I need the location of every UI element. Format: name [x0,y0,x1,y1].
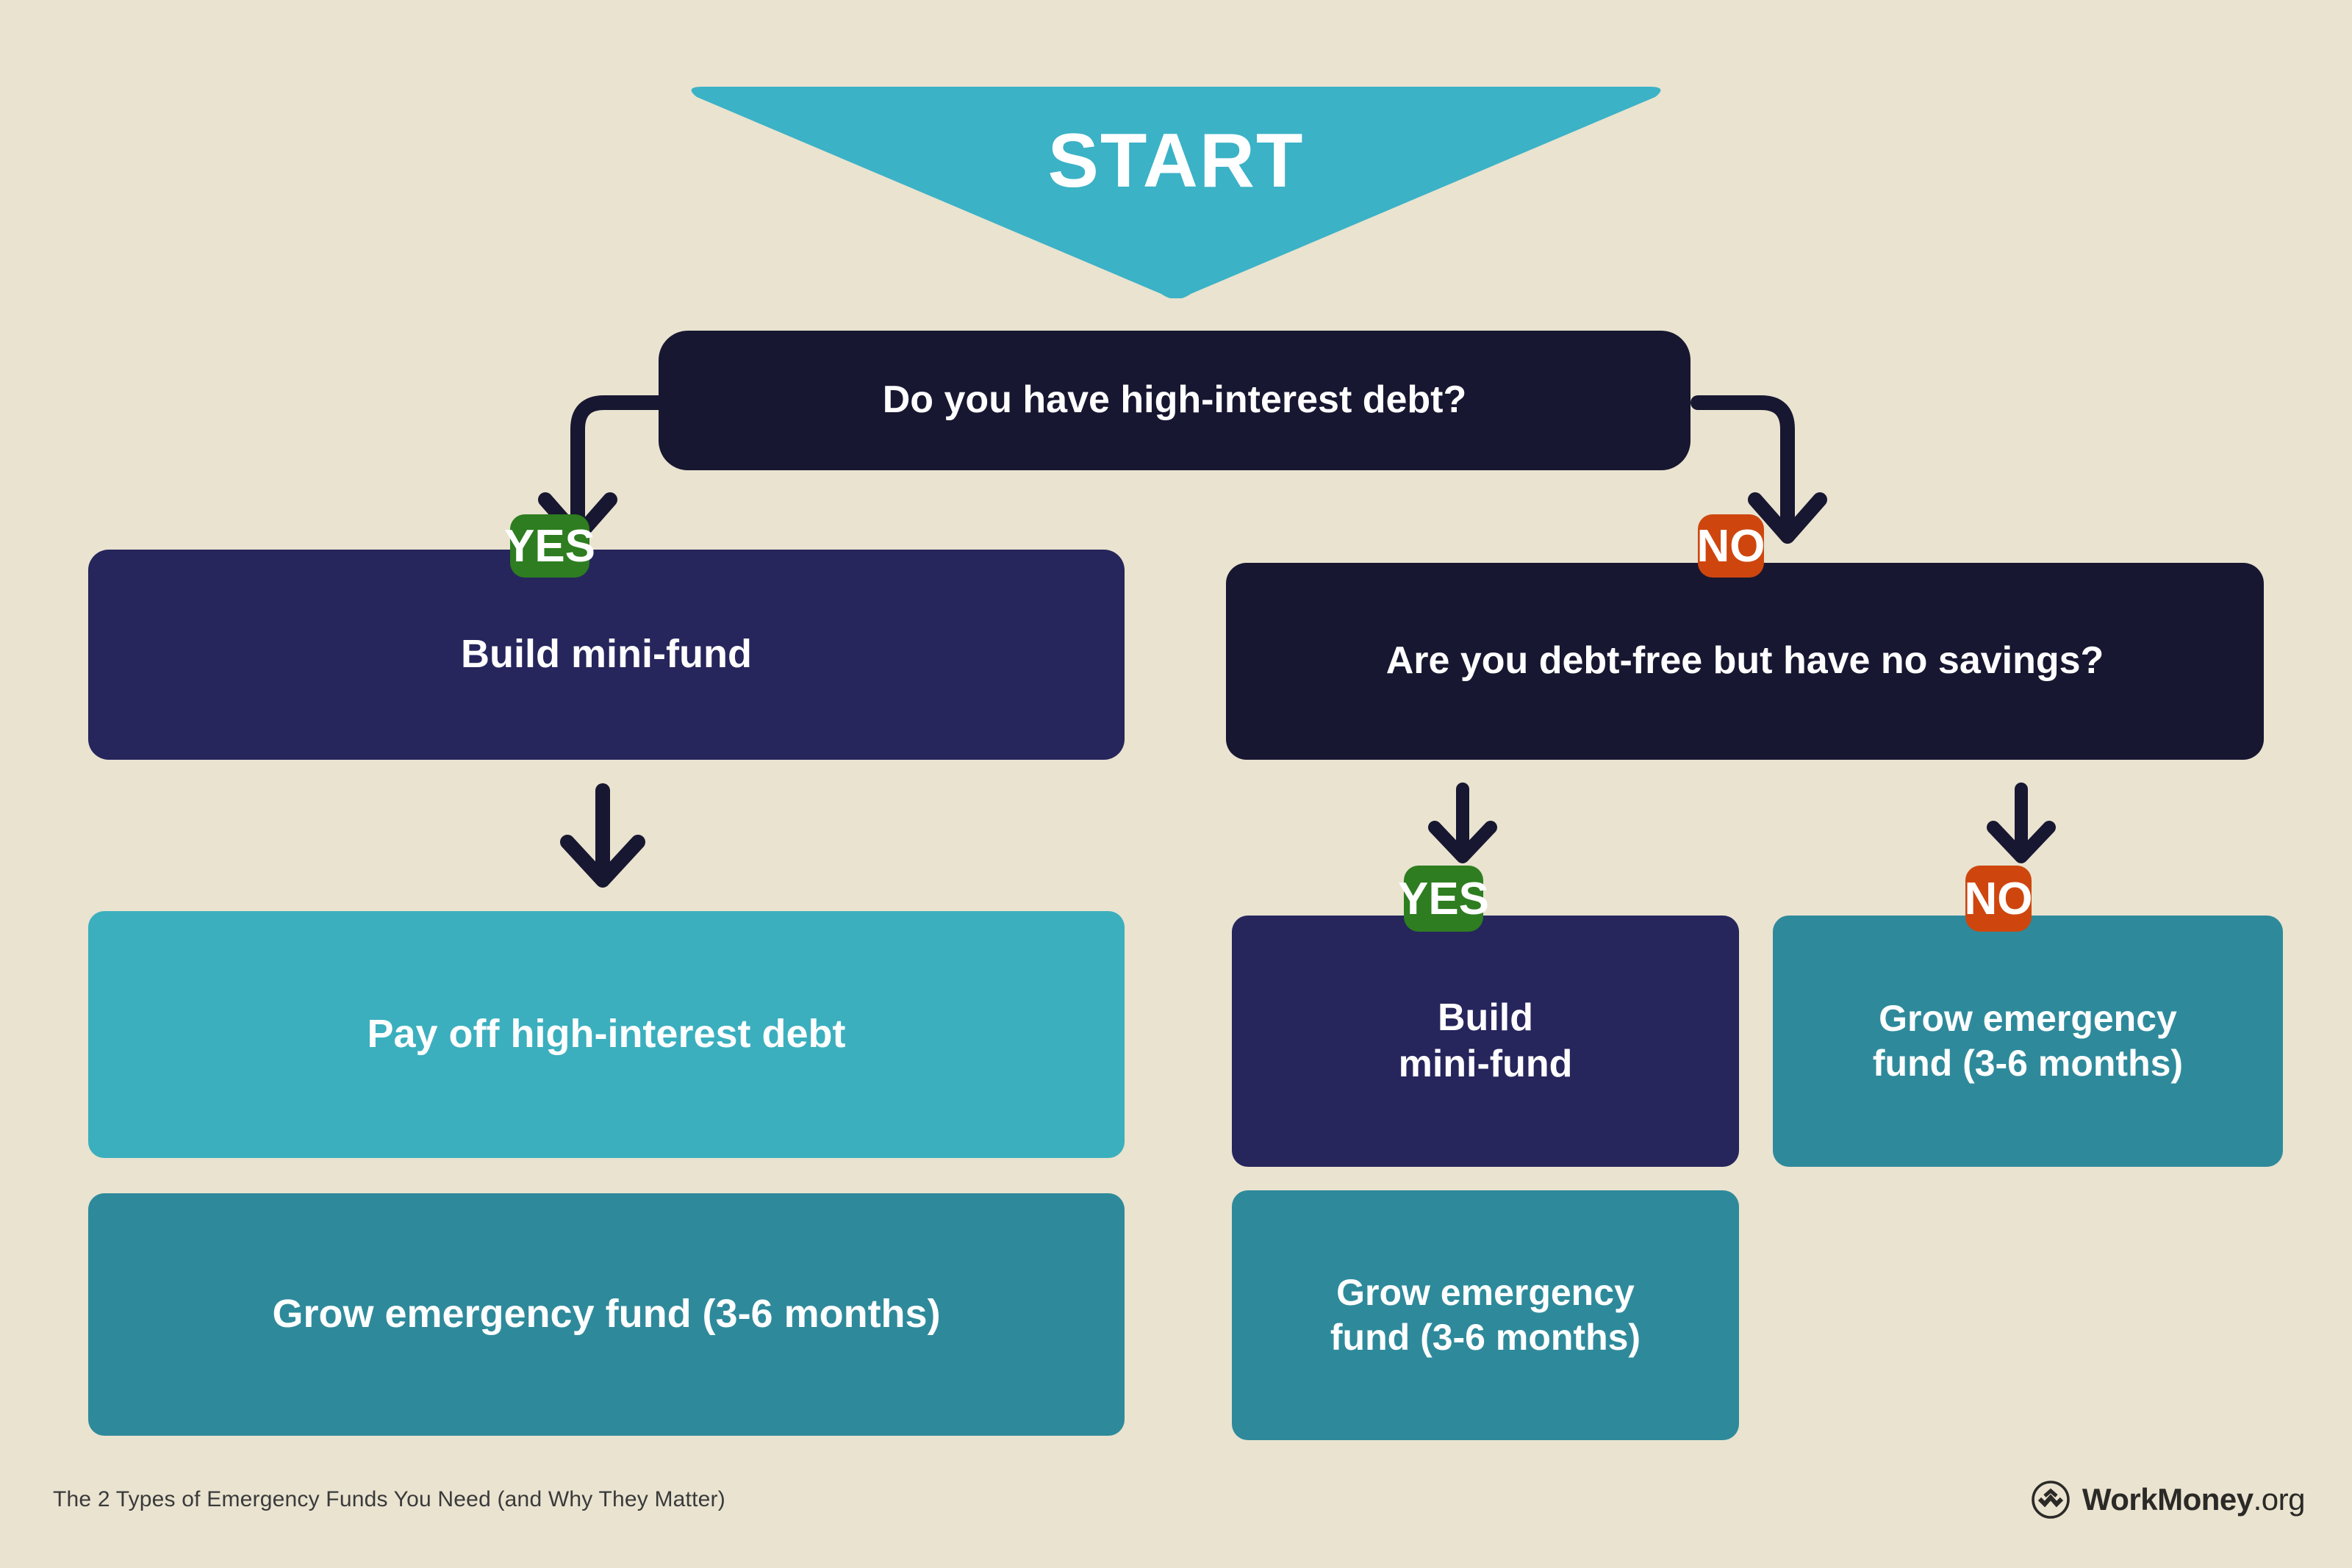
node-build-mini-fund-middle-line1: Build [1438,996,1533,1039]
decision-high-interest-debt-label: Do you have high-interest debt? [882,378,1467,422]
arrow-q2-to-grow-right [1977,783,2065,873]
node-build-mini-fund-left[interactable]: Build mini-fund [88,550,1125,760]
node-pay-off-high-interest-debt-label: Pay off high-interest debt [367,1012,846,1057]
start-triangle-shape [684,87,1668,298]
badge-yes-debt-free: YES [1398,866,1489,932]
node-grow-emergency-fund-middle-line1: Grow emergency [1336,1272,1635,1313]
brand-text: WorkMoney.org [2082,1482,2306,1517]
node-pay-off-high-interest-debt[interactable]: Pay off high-interest debt [88,911,1125,1158]
node-grow-emergency-fund-right-text: Grow emergency fund (3-6 months) [1873,996,2183,1086]
badge-no-2-label: NO [1964,873,2033,924]
decision-debt-free-no-savings[interactable]: Are you debt-free but have no savings? [1226,563,2264,760]
node-build-mini-fund-middle-text: Build mini-fund [1399,995,1573,1088]
node-grow-emergency-fund-middle-line2: fund (3-6 months) [1330,1317,1641,1358]
start-label: START [1047,118,1305,204]
arrow-q2-to-build-mid [1419,783,1507,873]
decision-high-interest-debt[interactable]: Do you have high-interest debt? [659,331,1690,470]
node-build-mini-fund-left-label: Build mini-fund [461,632,752,677]
node-grow-emergency-fund-left[interactable]: Grow emergency fund (3-6 months) [88,1193,1125,1436]
arrow-q1-to-no-branch [1688,389,1835,580]
node-grow-emergency-fund-right[interactable]: Grow emergency fund (3-6 months) [1773,916,2283,1167]
node-build-mini-fund-middle-line2: mini-fund [1398,1043,1573,1085]
node-build-mini-fund-middle[interactable]: Build mini-fund [1232,916,1739,1167]
node-grow-emergency-fund-left-label: Grow emergency fund (3-6 months) [272,1292,941,1337]
badge-yes-2-label: YES [1397,873,1490,924]
node-grow-emergency-fund-middle[interactable]: Grow emergency fund (3-6 months) [1232,1190,1739,1440]
brand-logo[interactable]: WorkMoney.org [2031,1480,2306,1520]
badge-no-high-interest-debt: NO [1696,514,1765,578]
arrow-build-left-to-payoff [544,783,662,895]
footer-caption: The 2 Types of Emergency Funds You Need … [53,1487,725,1511]
node-grow-emergency-fund-right-line1: Grow emergency [1879,998,2177,1039]
brand-tld: .org [2253,1482,2306,1517]
badge-yes-1-label: YES [503,520,596,572]
badge-yes-high-interest-debt: YES [504,514,595,578]
node-grow-emergency-fund-right-line2: fund (3-6 months) [1872,1043,2184,1084]
node-grow-emergency-fund-middle-text: Grow emergency fund (3-6 months) [1330,1270,1641,1360]
workmoney-circle-icon [2032,1481,2070,1519]
badge-no-debt-free: NO [1964,866,2033,932]
decision-debt-free-no-savings-label: Are you debt-free but have no savings? [1385,639,2104,683]
badge-no-1-label: NO [1696,520,1765,572]
brand-name: WorkMoney [2082,1482,2254,1517]
